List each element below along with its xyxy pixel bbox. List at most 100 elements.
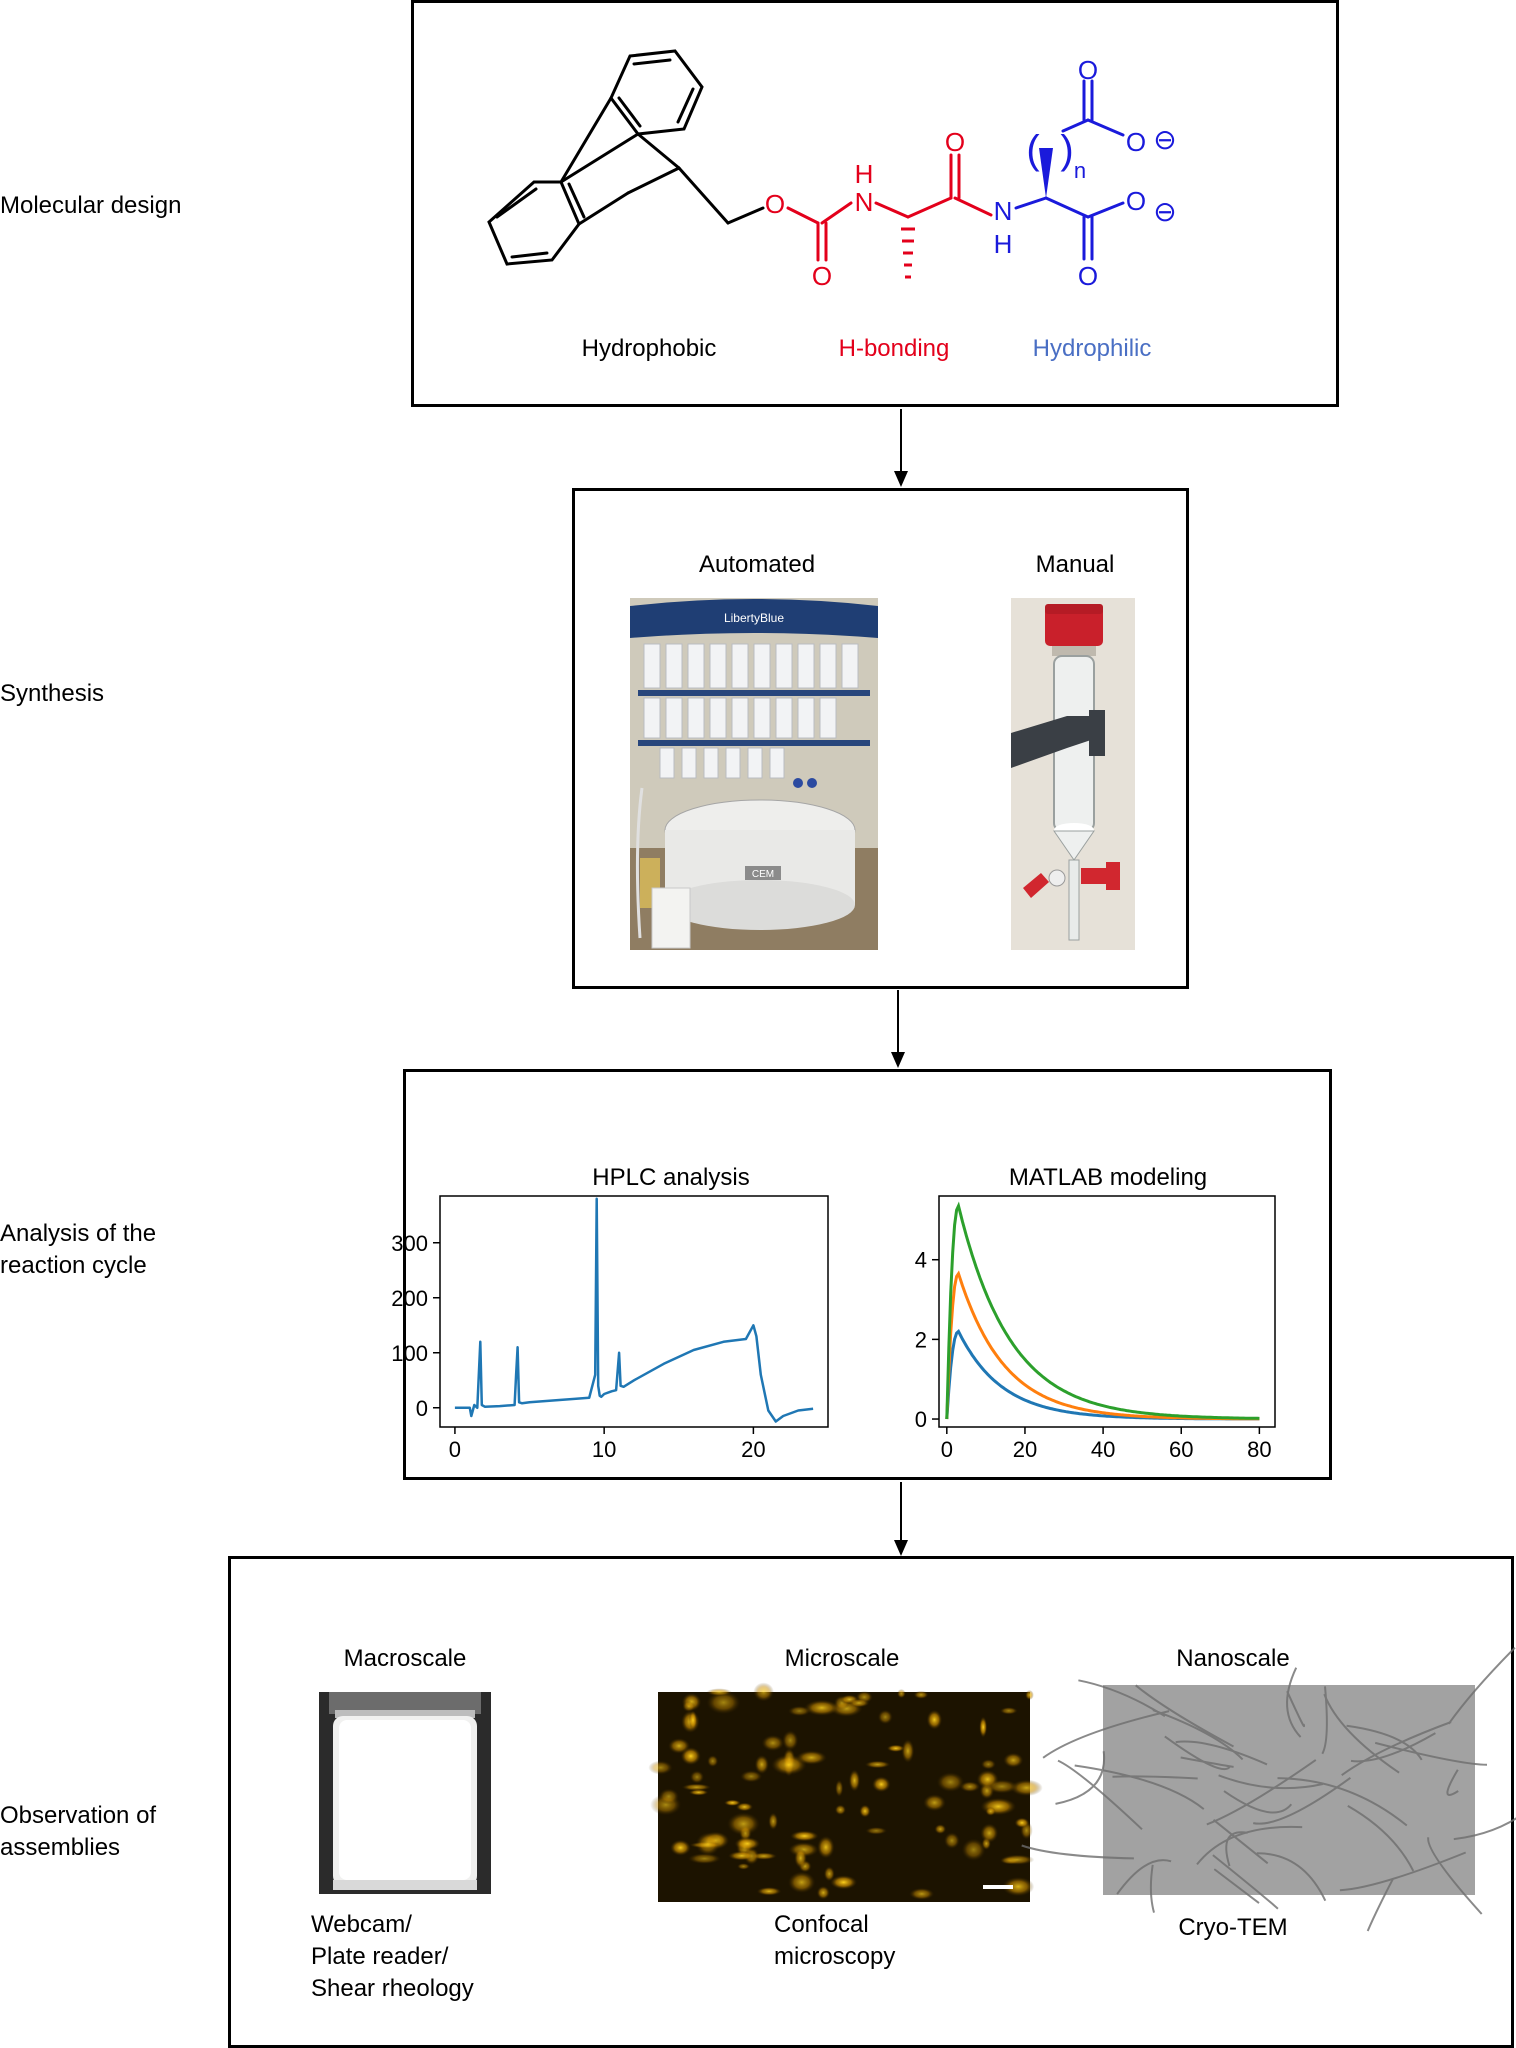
nanofiber [1350, 1732, 1436, 1763]
peptide-synthesizer-photo: LibertyBlue CE [630, 598, 878, 950]
fluorescent-cluster [886, 1744, 905, 1752]
nanofiber [1180, 1756, 1234, 1768]
method-microscopy: microscopy [774, 1943, 896, 1970]
fluorescent-cluster [901, 1739, 915, 1763]
fluorescent-cluster [689, 1770, 705, 1784]
fluorescent-cluster [681, 1783, 711, 1791]
method-shear-rheology: Shear rheology [311, 1975, 474, 2002]
nanofiber [1116, 1859, 1172, 1895]
fluorescent-cluster [835, 1779, 844, 1797]
nanofiber [1212, 1854, 1279, 1910]
fluorescent-cluster [979, 1716, 988, 1738]
nanofiber [1341, 1721, 1452, 1777]
automated-label: Automated [698, 551, 816, 578]
fluorescent-cluster [688, 1789, 709, 1796]
stage-label-observation-line2: assemblies [0, 1834, 121, 1861]
stage-label-molecular-design: Molecular design [0, 192, 182, 219]
repeat-count-n: n [1074, 158, 1086, 183]
nanofiber [1212, 1819, 1269, 1865]
matlab-series-line-3 [945, 1201, 1260, 1420]
hplc-y-tick-label: 300 [391, 1231, 428, 1256]
nanofiber [1135, 1684, 1234, 1748]
matlab-x-tick-label: 20 [1013, 1437, 1037, 1462]
repeat-paren-open: ( [1026, 128, 1040, 172]
matlab-y-tick-label: 4 [915, 1248, 927, 1273]
fluorescent-cluster [724, 1799, 741, 1806]
matlab-title: MATLAB modeling [1008, 1164, 1208, 1191]
matlab-x-tick-label: 80 [1247, 1437, 1271, 1462]
matlab-y-tick-label: 2 [915, 1327, 927, 1352]
fluorescent-cluster [980, 1759, 996, 1770]
synthesizer-badge-text: CEM [752, 869, 774, 880]
atom-o: O [945, 127, 965, 157]
fluorescent-cluster [796, 1750, 827, 1765]
hplc-title: HPLC analysis [592, 1164, 750, 1191]
hplc-x-tick-label: 10 [592, 1437, 616, 1462]
fluorescent-cluster [737, 1863, 750, 1870]
atom-h: H [855, 159, 874, 189]
fluorescent-cluster [728, 1851, 756, 1861]
hplc-plot-frame [439, 1195, 829, 1428]
nanofiber [1453, 1817, 1516, 1841]
matlab-plot-frame [938, 1195, 1276, 1428]
fluorescent-cluster [670, 1839, 691, 1856]
fluorescent-cluster [756, 1887, 782, 1896]
fluorescent-cluster [985, 1779, 1018, 1794]
nanofiber [1149, 1864, 1155, 1913]
fluorescent-cluster [682, 1700, 696, 1713]
fluorescent-cluster [707, 1755, 719, 1768]
nanofiber [1286, 1690, 1306, 1727]
solid-wedge [1039, 148, 1053, 198]
nanoscale-label: Nanoscale [1176, 1645, 1290, 1672]
atom-o: O [1078, 55, 1098, 85]
nanofiber [1321, 1686, 1328, 1755]
nanofiber [1074, 1764, 1205, 1810]
nanofiber [1252, 1776, 1351, 1825]
atom-o: O [812, 261, 832, 291]
nanofiber [1346, 1724, 1423, 1761]
method-confocal: Confocal [774, 1911, 869, 1938]
molecule-structure: O O N H O N H O O O O ⊖ ⊖ ( ) n [487, 49, 1177, 291]
fluorescent-cluster [816, 1885, 830, 1900]
macroscale-label: Macroscale [343, 1645, 467, 1672]
stage-label-synthesis: Synthesis [0, 680, 105, 707]
fluorescent-cluster [804, 1699, 840, 1716]
method-webcam: Webcam/ [311, 1911, 412, 1938]
hplc-x-tick-label: 20 [741, 1437, 765, 1462]
atom-o: O [1126, 186, 1146, 216]
fluorescent-cluster [695, 1832, 721, 1856]
hashed-wedge [901, 227, 915, 279]
fluorescent-cluster [794, 1847, 807, 1869]
fluorescent-cluster [936, 1772, 965, 1792]
manual-label: Manual [1035, 551, 1115, 578]
fluorescent-cluster [864, 1760, 891, 1769]
fluorescent-cluster [706, 1690, 741, 1715]
fluorescent-cluster [668, 1738, 691, 1754]
fluorescent-cluster [961, 1838, 986, 1861]
fluorescent-cluster [1000, 1854, 1035, 1865]
fluorescent-cluster [740, 1770, 763, 1783]
fluorescent-cluster [788, 1705, 811, 1717]
fluorescent-cluster [999, 1707, 1018, 1715]
nanoscale-method: Cryo-TEM [1178, 1914, 1288, 1941]
nanofiber [1175, 1740, 1268, 1766]
manual-reaction-vessel-photo [1011, 598, 1135, 950]
nanofiber [1225, 1831, 1248, 1867]
nanofiber [1213, 1868, 1260, 1904]
fluorescent-cluster [1025, 1690, 1034, 1700]
fluorescent-cluster [761, 1734, 785, 1752]
fluorescent-cluster [817, 1835, 835, 1859]
fluorescent-cluster [688, 1710, 698, 1730]
stage-label-analysis-line1: Analysis of the [0, 1220, 157, 1247]
nanofiber [1339, 1851, 1467, 1892]
synthesis-box: Automated Manual LibertyBlue [572, 488, 1189, 989]
synthesizer-brand-text: LibertyBlue [724, 611, 784, 625]
nanofiber [1446, 1769, 1459, 1796]
fluorescent-cluster [1003, 1752, 1024, 1768]
fluorescent-cluster [877, 1709, 893, 1725]
nanofiber [1447, 1646, 1516, 1725]
fluorescent-cluster [926, 1709, 943, 1730]
fluorescent-cluster [859, 1804, 871, 1818]
nanofiber [1256, 1852, 1327, 1902]
